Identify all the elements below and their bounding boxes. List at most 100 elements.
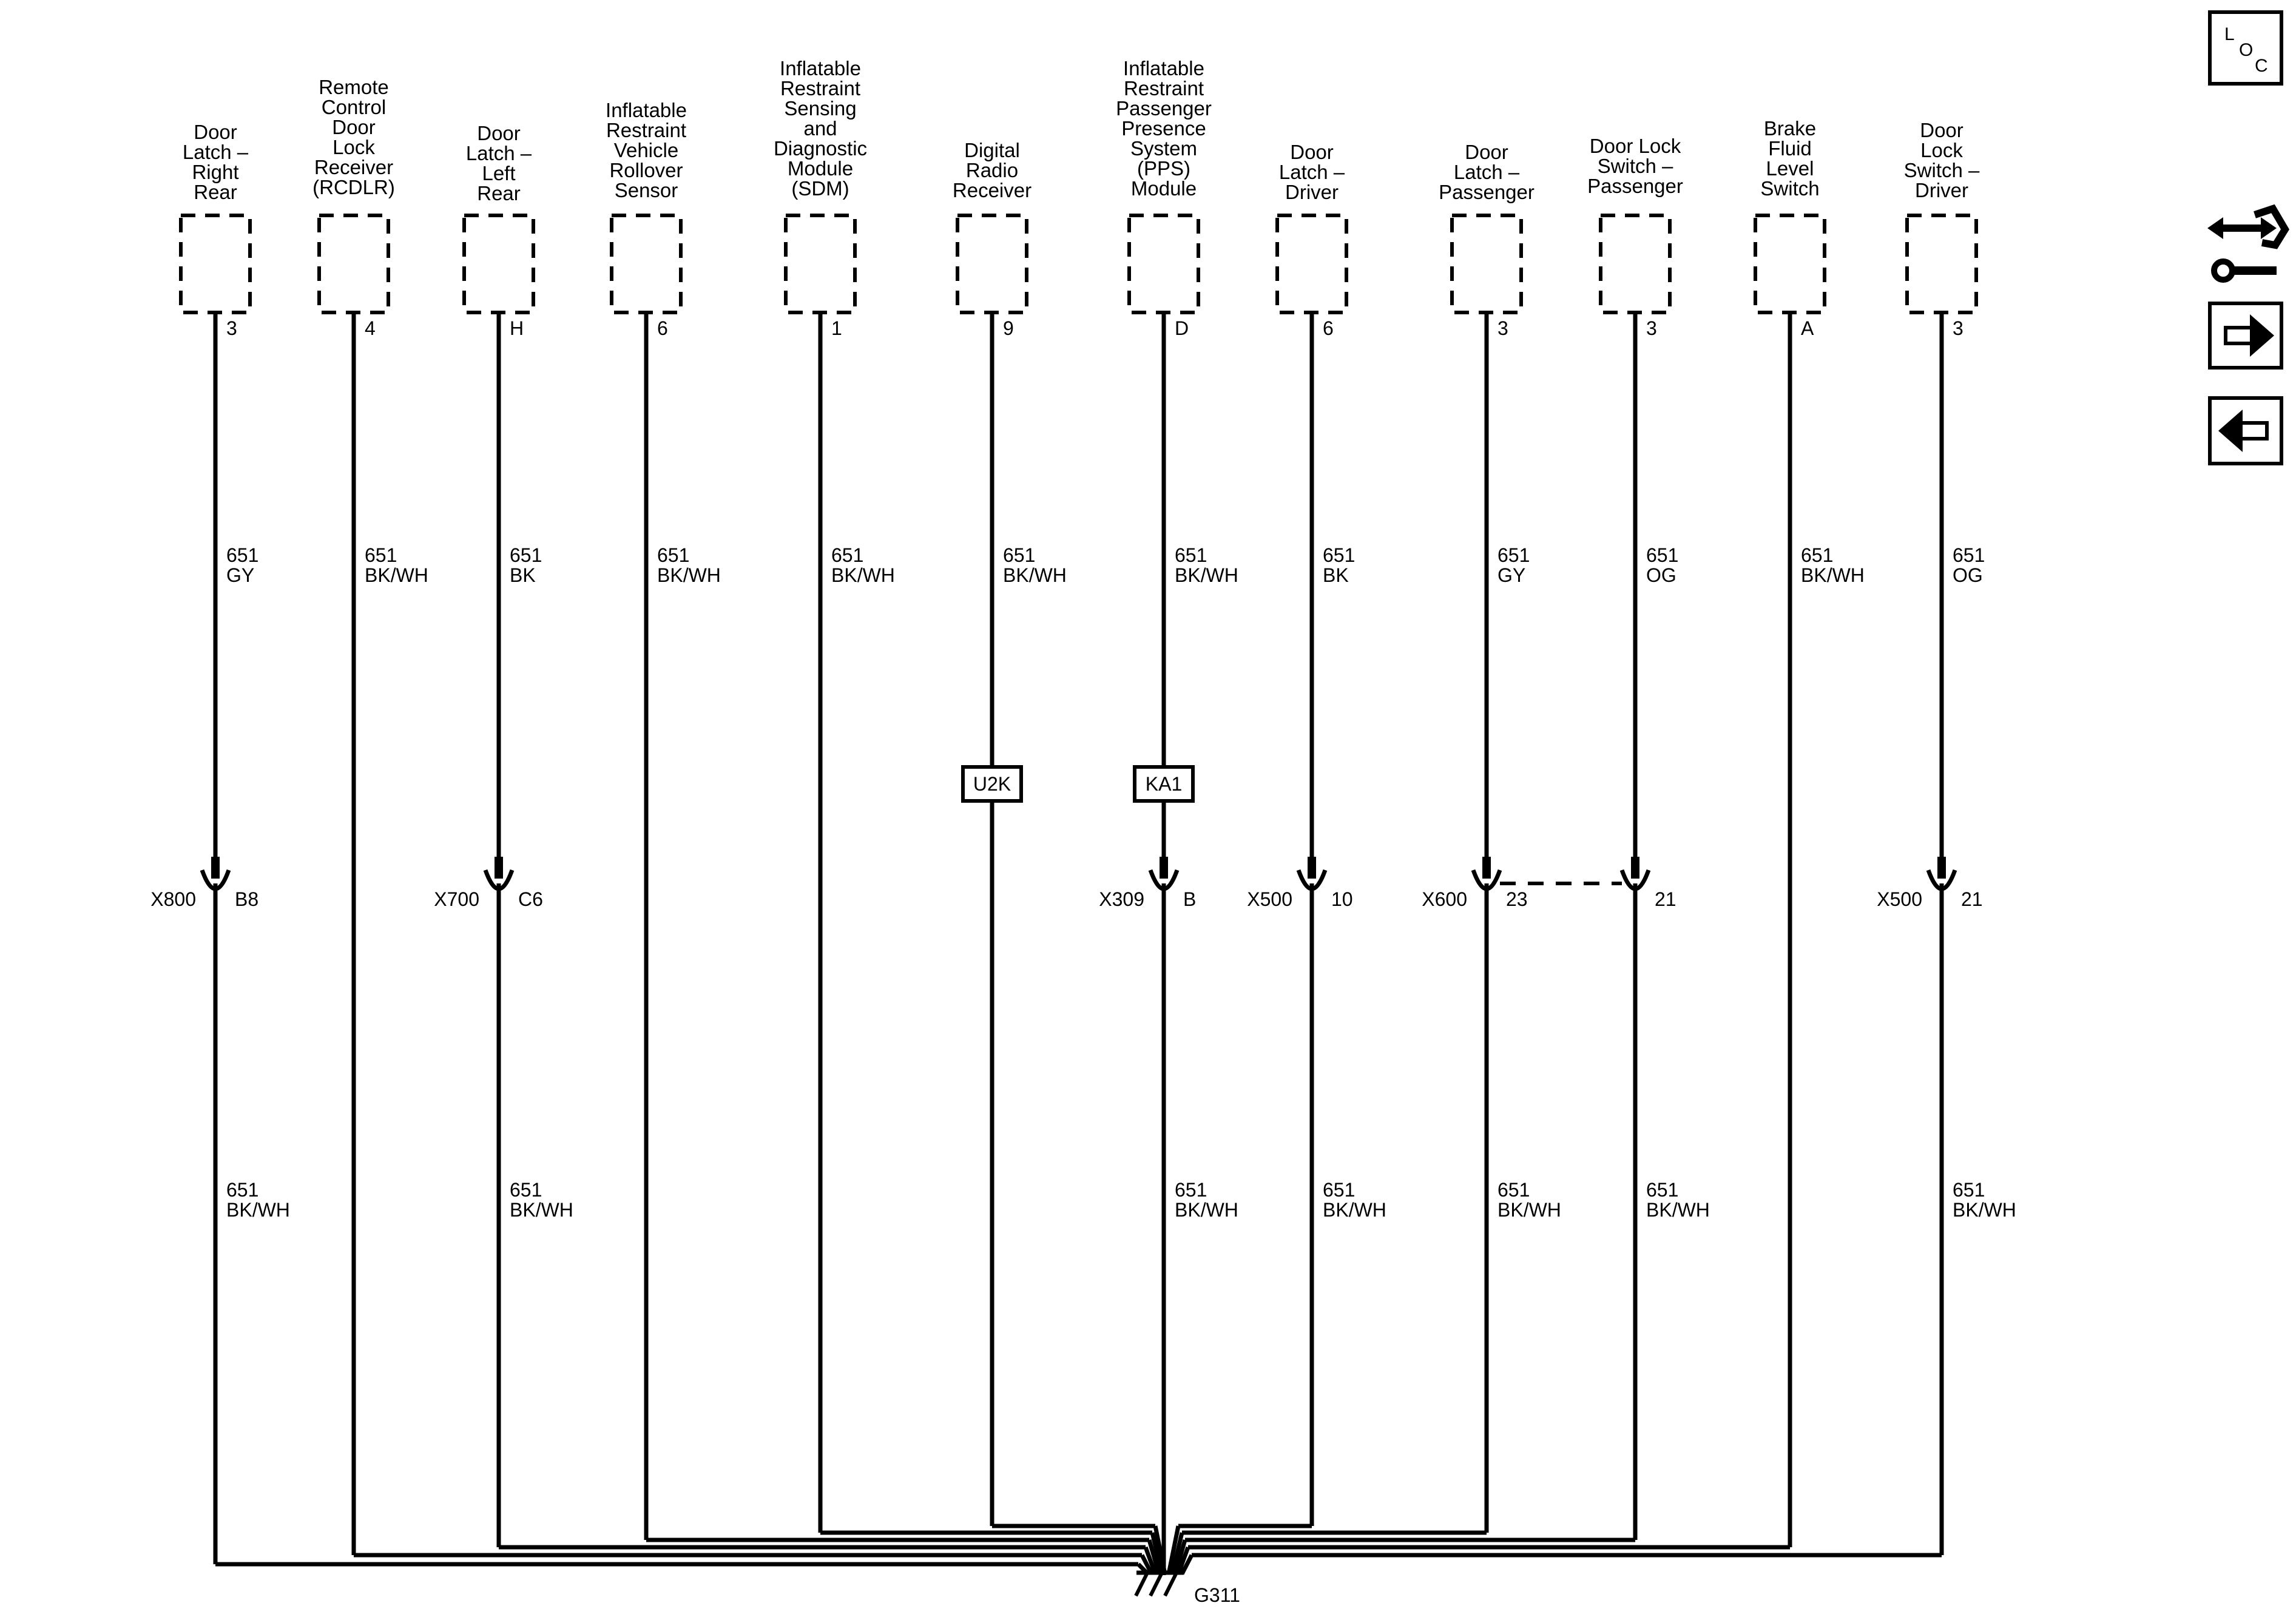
- component-views-icon[interactable]: [2207, 204, 2290, 283]
- wire-color: BK/WH: [1175, 564, 1238, 586]
- circuit-number: 651: [1646, 1179, 1678, 1201]
- component-name-line: Latch –: [1279, 161, 1345, 183]
- wire-color: BK: [1323, 564, 1349, 586]
- connector-terminal: [1482, 857, 1491, 879]
- component-name-line: Radio: [966, 159, 1018, 181]
- connector-gap: [211, 879, 220, 883]
- component-name-line: Door: [1290, 141, 1334, 163]
- component-box[interactable]: [1599, 214, 1672, 314]
- component-name-line: Restraint: [1124, 77, 1204, 100]
- wire-color: GY: [1497, 564, 1525, 586]
- component-name-line: Restraint: [780, 77, 860, 100]
- component-name-line: Presence: [1121, 117, 1206, 140]
- component-box[interactable]: [610, 214, 683, 314]
- connector-gap: [1937, 879, 1947, 883]
- component-name-line: Lock: [1920, 139, 1963, 161]
- component-name-line: Sensor: [615, 179, 678, 201]
- component-name-line: Latch –: [466, 142, 532, 164]
- circuit-number: 651: [1497, 544, 1530, 566]
- connector-cup: [1148, 869, 1180, 891]
- wire-color: BK/WH: [510, 1199, 573, 1221]
- bus-converge: [1143, 1546, 1158, 1575]
- bus-converge: [1176, 1546, 1190, 1575]
- component-box[interactable]: [179, 214, 252, 314]
- circuit-number: 651: [510, 544, 542, 566]
- connector-id: X500: [1877, 888, 1922, 910]
- component-name-line: Latch –: [1454, 161, 1520, 183]
- component-name-line: Module: [1131, 177, 1197, 200]
- component-name-line: Switch –: [1598, 155, 1673, 177]
- component-box[interactable]: [1754, 214, 1826, 314]
- connector-pin: C6: [518, 888, 543, 910]
- circuit-number: 651: [510, 1179, 542, 1201]
- ground-label: G311: [1194, 1584, 1240, 1606]
- component-box[interactable]: [1127, 214, 1200, 314]
- circuit-number: 651: [365, 544, 397, 566]
- circuit-number: 651: [831, 544, 863, 566]
- circuit-number: 651: [226, 1179, 258, 1201]
- connector-terminal: [1631, 857, 1639, 879]
- connector-cup: [1926, 869, 1957, 891]
- wire-color: OG: [1953, 564, 1983, 586]
- connector-terminal: [495, 857, 503, 879]
- bus-converge: [1150, 1532, 1164, 1575]
- connector-cup: [1619, 869, 1651, 891]
- bus-converge: [1166, 1525, 1181, 1575]
- component-box[interactable]: [1905, 214, 1978, 314]
- component-box[interactable]: [784, 214, 857, 314]
- pin-label: 9: [1003, 317, 1014, 339]
- wire-color: BK/WH: [1003, 564, 1067, 586]
- wire-color: BK/WH: [831, 564, 895, 586]
- component-name-line: System: [1130, 137, 1197, 160]
- pin-label: 6: [657, 317, 668, 339]
- component-name-line: Restraint: [606, 119, 686, 141]
- location-button[interactable]: L O C: [2208, 10, 2283, 86]
- bus-converge: [1153, 1525, 1167, 1575]
- component-name-line: Digital: [964, 139, 1020, 161]
- connector-pin: 21: [1961, 888, 1983, 910]
- connector-cup: [483, 869, 515, 891]
- connector-cup: [1296, 869, 1328, 891]
- wire-color: BK/WH: [657, 564, 721, 586]
- component-box[interactable]: [317, 214, 390, 314]
- wire-color: OG: [1646, 564, 1676, 586]
- pin-label: 6: [1323, 317, 1334, 339]
- component-box[interactable]: [1275, 214, 1348, 314]
- component-box[interactable]: [956, 214, 1028, 314]
- pin-label: 4: [365, 317, 376, 339]
- previous-page-button[interactable]: [2208, 396, 2283, 465]
- connector-gap: [1307, 879, 1317, 883]
- component-box[interactable]: [1450, 214, 1523, 314]
- circuit-number: 651: [1801, 544, 1833, 566]
- bus-converge: [1180, 1554, 1194, 1575]
- connector-id: X800: [150, 888, 196, 910]
- next-page-button[interactable]: [2208, 302, 2283, 370]
- component-name-line: Driver: [1915, 179, 1968, 201]
- connector-pin: 23: [1506, 888, 1528, 910]
- component-name-line: Control: [322, 96, 386, 118]
- connector-pin: B: [1183, 888, 1196, 910]
- connector-terminal: [1160, 857, 1168, 879]
- component-name-line: Door: [477, 122, 521, 144]
- option-code-box: [1133, 765, 1195, 803]
- component-name-line: (SDM): [791, 177, 849, 200]
- component-name-line: Inflatable: [1123, 57, 1204, 79]
- connector-gap: [1159, 879, 1169, 883]
- component-name-line: Rollover: [609, 159, 683, 181]
- loc-letter-c: C: [2255, 56, 2268, 76]
- component-name-line: Door: [332, 116, 376, 138]
- bus-converge: [1147, 1539, 1161, 1575]
- component-name-line: Inflatable: [780, 57, 861, 79]
- circuit-number: 651: [1323, 544, 1355, 566]
- component-name-line: Receiver: [953, 179, 1032, 201]
- component-name-line: Right: [192, 161, 238, 183]
- component-box[interactable]: [462, 214, 535, 314]
- component-name-line: Vehicle: [614, 139, 678, 161]
